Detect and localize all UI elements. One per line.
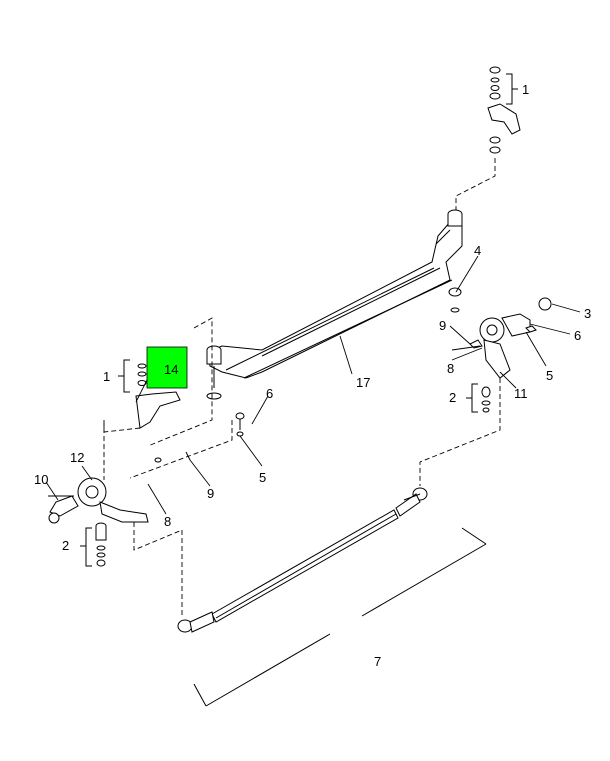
steering-arm-upper-right [455, 66, 521, 210]
callout-1-left[interactable]: 1 [103, 369, 110, 384]
callout-17[interactable]: 17 [356, 375, 370, 390]
leader-lines [45, 255, 581, 515]
bracket-callout-7 [193, 527, 487, 707]
callout-8-left[interactable]: 8 [164, 514, 171, 529]
callout-1-top[interactable]: 1 [522, 82, 529, 97]
callout-6-center[interactable]: 6 [266, 386, 273, 401]
tie-rod-assembly [177, 487, 428, 633]
axle-beam [206, 209, 463, 400]
bracket-callout-2-right [466, 383, 478, 413]
callout-7[interactable]: 7 [374, 654, 381, 669]
callout-2-right[interactable]: 2 [449, 390, 456, 405]
callout-8-right[interactable]: 8 [447, 361, 454, 376]
highlight-box-14[interactable] [146, 346, 188, 389]
callout-9-left[interactable]: 9 [207, 486, 214, 501]
callout-4[interactable]: 4 [474, 243, 481, 258]
steering-arm-upper-left [103, 317, 213, 447]
callout-14[interactable]: 14 [164, 362, 178, 377]
callout-5-center[interactable]: 5 [259, 470, 266, 485]
callout-9-right[interactable]: 9 [439, 318, 446, 333]
bracket-callout-1-left [118, 359, 130, 393]
callout-5-right[interactable]: 5 [546, 368, 553, 383]
steering-knuckle-left [48, 420, 183, 618]
callout-2-left[interactable]: 2 [62, 538, 69, 553]
callout-12[interactable]: 12 [70, 450, 84, 465]
bracket-callout-1-top [506, 73, 518, 105]
bracket-callout-2-left [80, 527, 92, 567]
steering-knuckle-right [419, 287, 552, 486]
callout-10[interactable]: 10 [34, 472, 48, 487]
tie-rod-clamp-center [129, 412, 245, 479]
callout-3[interactable]: 3 [584, 306, 591, 321]
callout-6-right[interactable]: 6 [574, 328, 581, 343]
callout-11[interactable]: 11 [514, 386, 528, 401]
